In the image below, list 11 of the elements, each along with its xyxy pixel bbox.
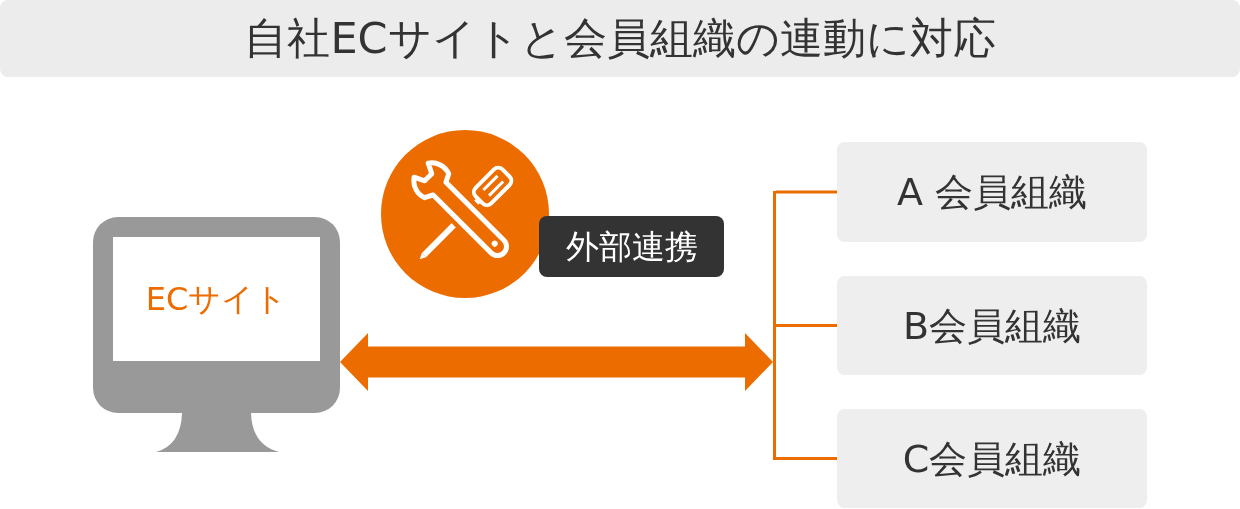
- bracket-line: [773, 191, 776, 460]
- connector-line: [776, 190, 837, 194]
- title-banner: 自社ECサイトと会員組織の連動に対応: [0, 0, 1240, 77]
- org-box: B会員組織: [837, 276, 1147, 375]
- site-label: ECサイト: [144, 279, 289, 320]
- double-arrow: [340, 333, 773, 391]
- org-box: A 会員組織: [837, 142, 1147, 242]
- connector-line: [776, 457, 837, 460]
- label-badge: 外部連携: [539, 216, 724, 277]
- org-box: C会員組織: [837, 409, 1147, 508]
- connector-line: [776, 324, 837, 327]
